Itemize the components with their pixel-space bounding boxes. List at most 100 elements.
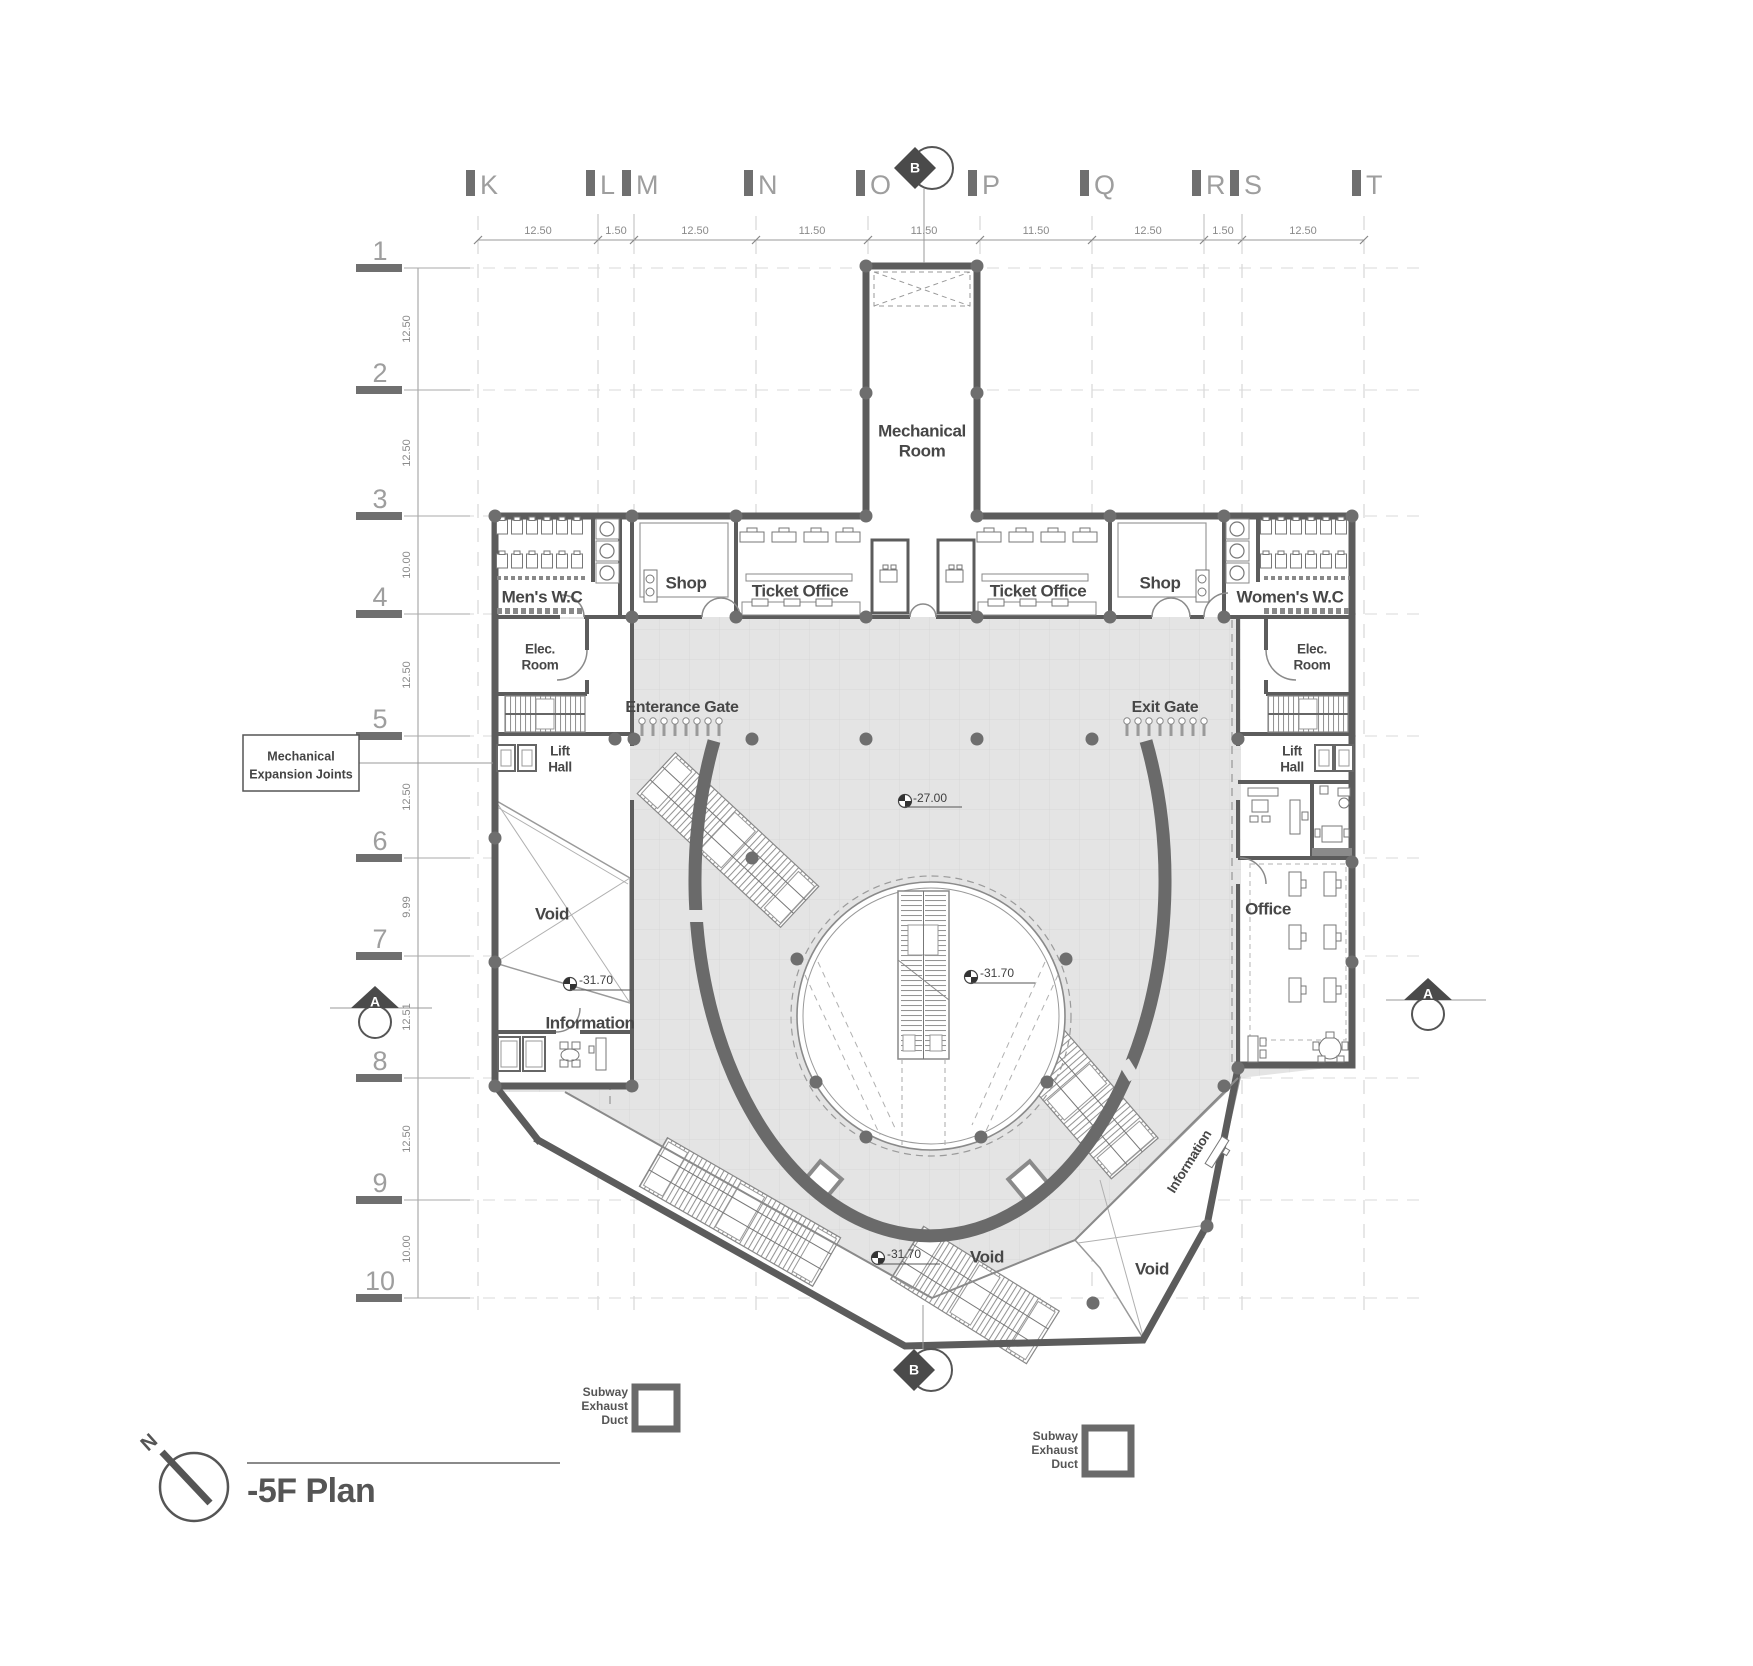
title-block: N -5F Plan bbox=[137, 1430, 560, 1523]
expansion-joint-note: Mechanical Expansion Joints bbox=[242, 734, 493, 792]
exit-gate-label: Exit Gate bbox=[1132, 699, 1199, 716]
ticket-office-right: Ticket Office bbox=[976, 527, 1098, 616]
office: Office bbox=[1245, 863, 1349, 1063]
grid-col-q: Q bbox=[1094, 170, 1115, 200]
void-left bbox=[494, 798, 631, 1005]
inner-diagonal-edge bbox=[564, 1091, 933, 1299]
dim-s-t: 12.50 bbox=[1289, 225, 1317, 237]
duct1-line-1: Subway bbox=[583, 1385, 629, 1399]
subway-duct-1: Subway Exhaust Duct bbox=[581, 1383, 681, 1433]
escalator-upper-left bbox=[636, 751, 820, 929]
lift-hall-left-label-2: Hall bbox=[548, 760, 572, 775]
enterance-gate-label: Enterance Gate bbox=[625, 699, 739, 716]
section-marker-b-top: B bbox=[894, 146, 954, 263]
elec-room-left-label-2: Room bbox=[521, 658, 558, 673]
staff-room-right bbox=[945, 564, 964, 583]
stairs-right bbox=[1267, 695, 1349, 733]
north-arrow: N bbox=[137, 1430, 230, 1523]
grid-row-1: 1 bbox=[372, 236, 387, 266]
dim-3-4: 10.00 bbox=[401, 551, 413, 579]
grid-row-4: 4 bbox=[372, 582, 387, 612]
grid-col-r: R bbox=[1206, 170, 1226, 200]
dim-1-2: 12.50 bbox=[401, 315, 413, 343]
level-marker-void-left: -31.70 bbox=[562, 973, 632, 992]
grid-row-7: 7 bbox=[372, 924, 387, 954]
womens-wc-label: Women's W.C bbox=[1236, 587, 1343, 606]
duct1-line-2: Exhaust bbox=[581, 1399, 628, 1413]
grid-col-s: S bbox=[1244, 170, 1262, 200]
mechanical-room: Mechanical Room bbox=[873, 271, 971, 460]
grid-row-10: 10 bbox=[365, 1266, 395, 1296]
grid-row-6: 6 bbox=[372, 826, 387, 856]
elec-room-left-label-1: Elec. bbox=[525, 642, 555, 657]
dim-p-q: 11.50 bbox=[1023, 225, 1050, 237]
wedge-edge bbox=[931, 1077, 1239, 1299]
subway-duct-2: Subway Exhaust Duct bbox=[1031, 1424, 1135, 1478]
expansion-note-line-2: Expansion Joints bbox=[249, 767, 353, 781]
section-marker-a-left: A bbox=[330, 986, 432, 1039]
grid-row-9: 9 bbox=[372, 1168, 387, 1198]
duct1-line-3: Duct bbox=[601, 1413, 628, 1427]
section-b-top-letter: B bbox=[910, 160, 920, 176]
lift-hall-right-label-2: Hall bbox=[1280, 760, 1304, 775]
dim-7-8: 12.51 bbox=[401, 1003, 413, 1031]
duct2-line-2: Exhaust bbox=[1031, 1443, 1078, 1457]
dim-9-10: 10.00 bbox=[401, 1235, 413, 1263]
grid-col-k: K bbox=[480, 170, 498, 200]
expansion-note-line-1: Mechanical bbox=[267, 749, 334, 763]
grid-row-3: 3 bbox=[372, 484, 387, 514]
north-label: N bbox=[137, 1430, 162, 1456]
mechanical-room-label-2: Room bbox=[899, 441, 946, 460]
lift-hall-right-label-1: Lift bbox=[1282, 744, 1303, 759]
grid-col-m: M bbox=[636, 170, 659, 200]
level-void-left-value: -31.70 bbox=[579, 973, 613, 987]
information-left: Information bbox=[497, 1013, 635, 1072]
elec-room-right-label-2: Room bbox=[1293, 658, 1330, 673]
lounge-right bbox=[1247, 785, 1352, 856]
level-bottom-value: -31.70 bbox=[887, 1247, 921, 1261]
central-escalator-shaft bbox=[897, 890, 950, 1145]
ticket-office-right-label: Ticket Office bbox=[990, 581, 1087, 600]
top-dimension-line: 12.50 1.50 12.50 11.50 11.50 11.50 12.50… bbox=[473, 214, 1369, 245]
dim-2-3: 12.50 bbox=[401, 439, 413, 467]
escalator-bottom-tip bbox=[889, 1225, 1061, 1365]
grid-col-o: O bbox=[870, 170, 891, 200]
elec-room-left: Elec. Room bbox=[521, 642, 559, 673]
column-dots bbox=[488, 259, 1359, 1310]
elec-room-right: Elec. Room bbox=[1293, 642, 1331, 673]
dim-6-7: 9.99 bbox=[401, 896, 413, 917]
lift-hall-left: Lift Hall bbox=[496, 744, 572, 775]
staff-room-left bbox=[879, 564, 898, 583]
mechanical-room-interior bbox=[869, 269, 974, 518]
plan-title: -5F Plan bbox=[247, 1472, 375, 1510]
grid-row-2: 2 bbox=[372, 358, 387, 388]
ticket-office-left-label: Ticket Office bbox=[752, 581, 849, 600]
dim-m-n: 12.50 bbox=[681, 225, 709, 237]
dim-l-m: 1.50 bbox=[605, 225, 626, 237]
grid-col-t: T bbox=[1366, 170, 1383, 200]
level-void-center-value: -31.70 bbox=[980, 966, 1014, 980]
mechanical-room-label-1: Mechanical bbox=[878, 421, 966, 440]
section-marker-a-right: A bbox=[1386, 978, 1486, 1031]
exit-gate: Exit Gate bbox=[1123, 699, 1208, 737]
dim-k-l: 12.50 bbox=[524, 225, 552, 237]
arc-gap-right bbox=[1118, 1058, 1140, 1082]
section-a-left-letter: A bbox=[370, 994, 380, 1010]
arc-wall bbox=[688, 739, 1172, 1243]
ticket-office-left: Ticket Office bbox=[739, 527, 861, 616]
grid-column-markers: K L M N O P Q R S T bbox=[466, 170, 1383, 200]
dim-8-9: 12.50 bbox=[401, 1125, 413, 1153]
duct2-line-1: Subway bbox=[1033, 1429, 1079, 1443]
grid-row-5: 5 bbox=[372, 704, 387, 734]
stairs-left bbox=[504, 695, 586, 733]
level-marker-bottom: -31.70 bbox=[870, 1247, 940, 1266]
mens-wc: Men's W.C bbox=[496, 516, 620, 614]
section-b-bottom-letter: B bbox=[909, 1362, 919, 1378]
shop-left-label: Shop bbox=[666, 573, 707, 592]
information-left-label: Information bbox=[545, 1013, 634, 1032]
walls-interior bbox=[495, 516, 1352, 1086]
duct2-line-3: Duct bbox=[1051, 1457, 1078, 1471]
void-se-label: Void bbox=[1135, 1259, 1169, 1278]
